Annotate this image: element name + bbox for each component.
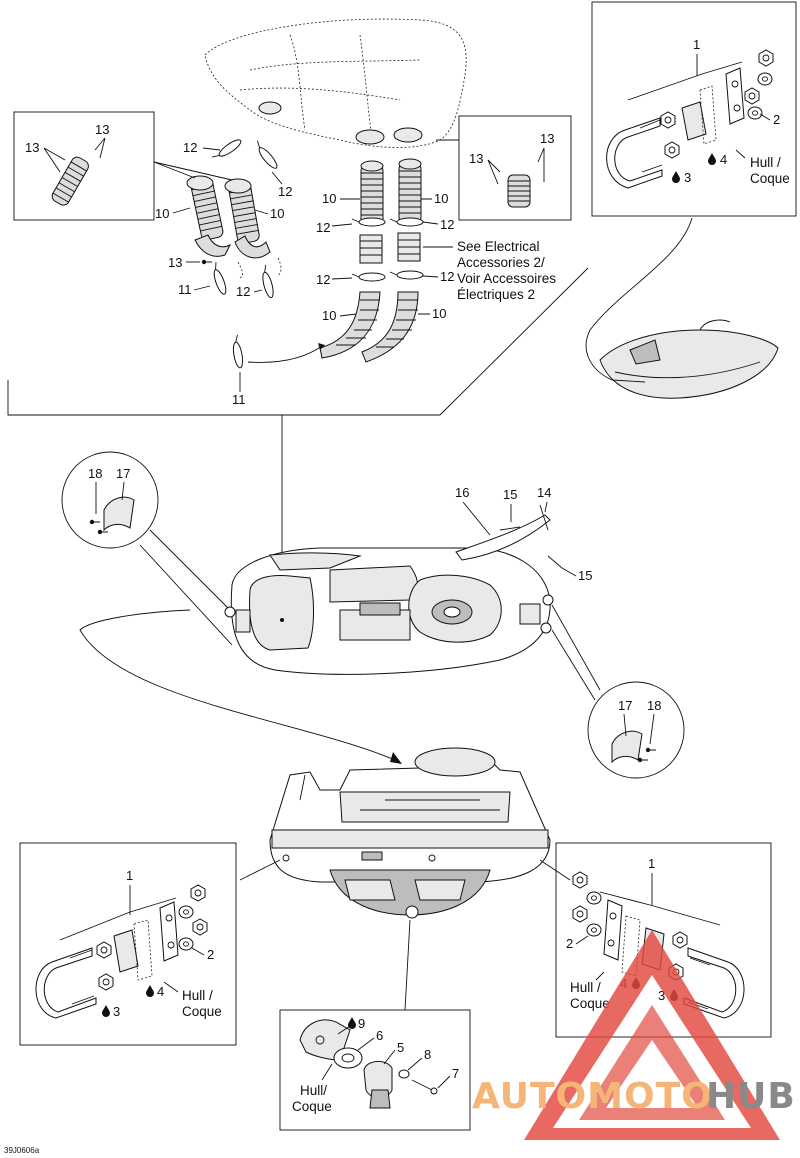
callout-13: 13	[95, 122, 109, 137]
callout-3: 3	[113, 1004, 120, 1019]
ubolt-box-right: 1 2 4 3 Hull / Coque	[555, 842, 772, 1038]
callout-12: 12	[183, 140, 197, 155]
electrical-note-line2: Accessories 2/	[457, 255, 545, 270]
callout-13: 13	[469, 151, 483, 166]
callout-6: 6	[376, 1028, 383, 1043]
watermark-triangle	[524, 930, 780, 1140]
hull-label: Hull /	[750, 155, 781, 170]
callout-12: 12	[278, 184, 292, 199]
hull-label: Hull /	[570, 980, 601, 995]
detail-box-right	[458, 115, 572, 221]
callout-10: 10	[434, 191, 448, 206]
ubolt-box-left: 1 2 4 3 Hull / Coque	[19, 842, 237, 1046]
callout-15: 15	[503, 487, 517, 502]
callout-12: 12	[316, 272, 330, 287]
hull-top-view: 16 15 14 15 18 17 17 18	[61, 451, 685, 779]
callout-10: 10	[155, 206, 169, 221]
callout-9: 9	[358, 1016, 365, 1031]
callout-3: 3	[684, 170, 691, 185]
callout-11: 11	[178, 282, 192, 297]
callout-15: 15	[578, 568, 592, 583]
detail-circle-left	[61, 451, 159, 549]
callout-17: 17	[116, 466, 130, 481]
drain-plug-box: 9 6 5 8 7 Hull/ Coque	[279, 1009, 471, 1131]
hull-label: Hull /	[182, 988, 213, 1003]
electrical-note-line3: Voir Accessoires	[457, 271, 556, 286]
callout-18: 18	[647, 698, 661, 713]
callout-14: 14	[537, 485, 551, 500]
boat-thumbnail	[599, 329, 779, 399]
detail-box-left	[13, 111, 155, 221]
callout-10: 10	[322, 308, 336, 323]
callout-2: 2	[566, 936, 573, 951]
callout-8: 8	[424, 1047, 431, 1062]
callout-4: 4	[157, 984, 164, 999]
callout-2: 2	[773, 112, 780, 127]
watermark-logo: AUTOMOTO HUB	[472, 930, 796, 1140]
callout-12: 12	[440, 269, 454, 284]
callout-10: 10	[270, 206, 284, 221]
watermark-text-2: HUB	[706, 1076, 796, 1117]
hull-label: Hull/	[300, 1083, 327, 1098]
top-assembly: 13 13 12 12 10 10 13 11 12	[7, 18, 589, 620]
detail-circle-right	[587, 681, 685, 779]
callout-4: 4	[720, 152, 727, 167]
callout-7: 7	[452, 1066, 459, 1081]
callout-10: 10	[432, 306, 446, 321]
deck-outline	[204, 18, 467, 148]
callout-3: 3	[658, 988, 665, 1003]
callout-10: 10	[322, 191, 336, 206]
callout-1: 1	[126, 868, 133, 883]
callout-1: 1	[648, 856, 655, 871]
callout-13: 13	[168, 255, 182, 270]
watermark-text-1: AUTOMOTO	[472, 1076, 713, 1117]
callout-11: 11	[232, 392, 246, 407]
ubolt-box-top: 1 2 4 3 Hull / Coque	[585, 1, 797, 399]
hull-rear-view	[239, 747, 571, 1011]
figure-code: 39J0606a	[4, 1146, 40, 1155]
electrical-note-line1: See Electrical	[457, 239, 540, 254]
coque-label: Coque	[292, 1099, 332, 1114]
electrical-note-line4: Électriques 2	[457, 287, 535, 302]
callout-12: 12	[236, 284, 250, 299]
callout-5: 5	[397, 1040, 404, 1055]
coque-label: Coque	[182, 1004, 222, 1019]
callout-17: 17	[618, 698, 632, 713]
callout-2: 2	[207, 947, 214, 962]
callout-1: 1	[693, 37, 700, 52]
coque-label: Coque	[570, 996, 610, 1011]
callout-18: 18	[88, 466, 102, 481]
callout-13: 13	[25, 140, 39, 155]
callout-13: 13	[540, 131, 554, 146]
callout-12: 12	[440, 217, 454, 232]
callout-12: 12	[316, 220, 330, 235]
callout-16: 16	[455, 485, 469, 500]
coque-label: Coque	[750, 171, 790, 186]
